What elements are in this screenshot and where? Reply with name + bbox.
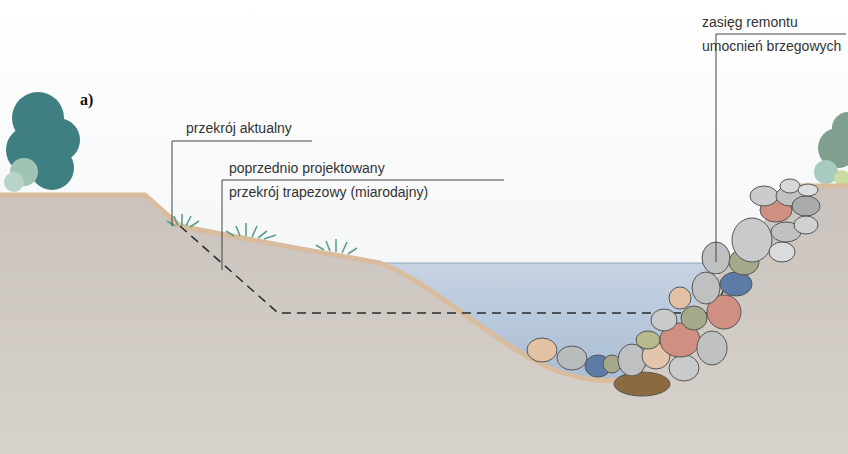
ground-surface	[0, 195, 630, 380]
water-surface	[380, 263, 724, 264]
design-trapezoid	[180, 196, 772, 313]
figure-letter: a)	[80, 88, 95, 112]
callout-label: zasięg remontu umocnień brzegowych	[702, 10, 842, 58]
water	[380, 263, 724, 382]
tree-right	[814, 112, 848, 186]
leader-line	[716, 34, 846, 35]
grass-tufts	[167, 214, 357, 254]
leader-line	[172, 141, 312, 142]
callout-label: przekrój aktualny	[186, 116, 293, 140]
callout-label: poprzednio projektowany przekrój trapezo…	[229, 156, 429, 204]
leader-line	[222, 180, 223, 270]
leader-line	[222, 180, 504, 181]
tree-left	[4, 92, 80, 192]
leader-line	[716, 34, 717, 262]
leader-line	[172, 141, 173, 226]
riprap-stones	[527, 179, 820, 396]
ground	[0, 186, 848, 454]
